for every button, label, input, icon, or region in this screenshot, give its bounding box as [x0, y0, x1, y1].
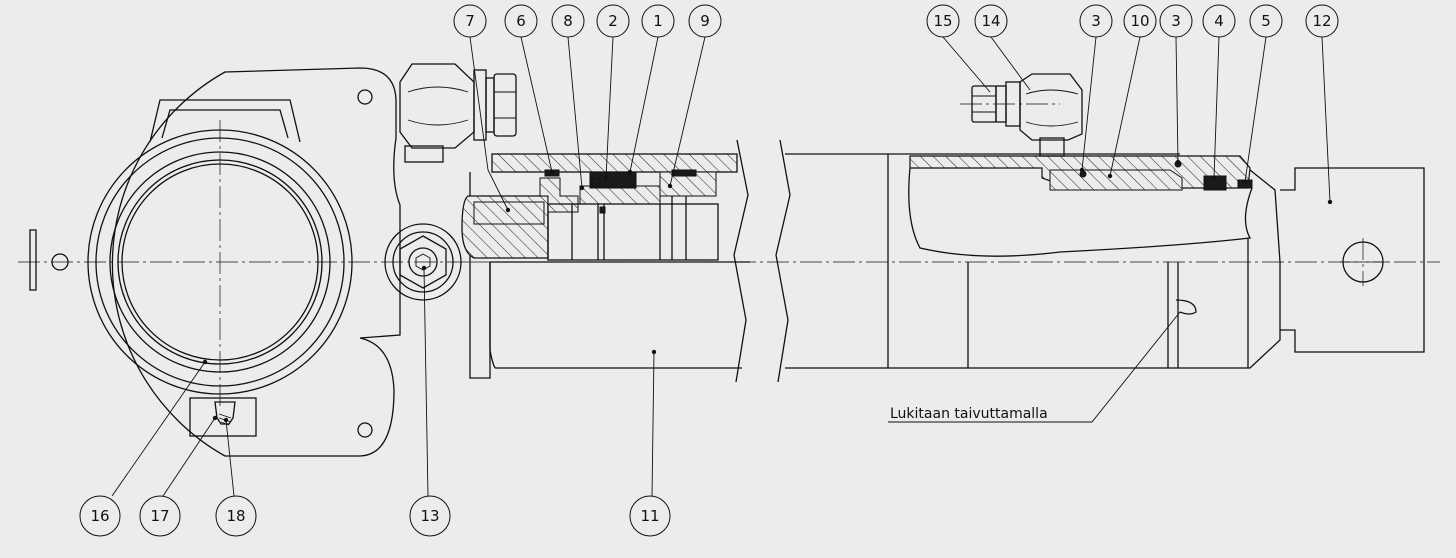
- port-plug-13: [384, 223, 462, 301]
- svg-text:4: 4: [1214, 12, 1224, 30]
- svg-text:1: 1: [653, 12, 663, 30]
- balloon-5: 5: [1249, 4, 1283, 38]
- mounting-bracket: [29, 67, 401, 457]
- svg-text:14: 14: [981, 12, 1000, 30]
- balloon-4: 4: [1202, 4, 1236, 38]
- svg-text:12: 12: [1312, 12, 1331, 30]
- svg-text:8: 8: [563, 12, 573, 30]
- svg-text:13: 13: [420, 507, 439, 525]
- cylinder-tube-right: [785, 153, 1281, 369]
- balloon-6: 6: [504, 4, 538, 38]
- balloon-16: 16: [79, 495, 121, 537]
- balloon-13: 13: [409, 495, 451, 537]
- balloon-18: 18: [215, 495, 257, 537]
- svg-text:15: 15: [933, 12, 952, 30]
- svg-text:3: 3: [1091, 12, 1101, 30]
- balloon-12: 12: [1305, 4, 1339, 38]
- svg-text:6: 6: [516, 12, 526, 30]
- balloon-3b: 3: [1159, 4, 1193, 38]
- right-hydraulic-fitting: [960, 73, 1083, 157]
- rod-eye: [1280, 167, 1425, 353]
- piston-rod: [470, 261, 1440, 369]
- cylinder-head-section: [461, 153, 738, 379]
- balloon-15: 15: [926, 4, 960, 38]
- svg-text:17: 17: [150, 507, 169, 525]
- svg-text:3: 3: [1171, 12, 1181, 30]
- balloon-1: 1: [641, 4, 675, 38]
- svg-text:7: 7: [465, 12, 475, 30]
- svg-text:9: 9: [700, 12, 710, 30]
- balloon-8: 8: [551, 4, 585, 38]
- svg-text:5: 5: [1261, 12, 1271, 30]
- leader-lines: [111, 36, 1333, 497]
- svg-text:18: 18: [226, 507, 245, 525]
- svg-text:2: 2: [608, 12, 618, 30]
- balloon-3a: 3: [1079, 4, 1113, 38]
- left-hydraulic-fitting: [399, 63, 517, 163]
- balloon-17: 17: [139, 495, 181, 537]
- break-lines: [733, 139, 791, 383]
- balloon-11: 11: [629, 495, 671, 537]
- svg-text:10: 10: [1130, 12, 1149, 30]
- balloon-7: 7: [453, 4, 487, 38]
- balloon-14: 14: [974, 4, 1008, 38]
- svg-text:11: 11: [640, 507, 659, 525]
- balloon-10: 10: [1123, 4, 1157, 38]
- swivel-bearing-rings: [18, 99, 470, 410]
- balloon-2: 2: [596, 4, 630, 38]
- svg-text:16: 16: [90, 507, 109, 525]
- balloon-9: 9: [688, 4, 722, 38]
- locking-note: Lukitaan taivuttamalla: [890, 406, 1048, 422]
